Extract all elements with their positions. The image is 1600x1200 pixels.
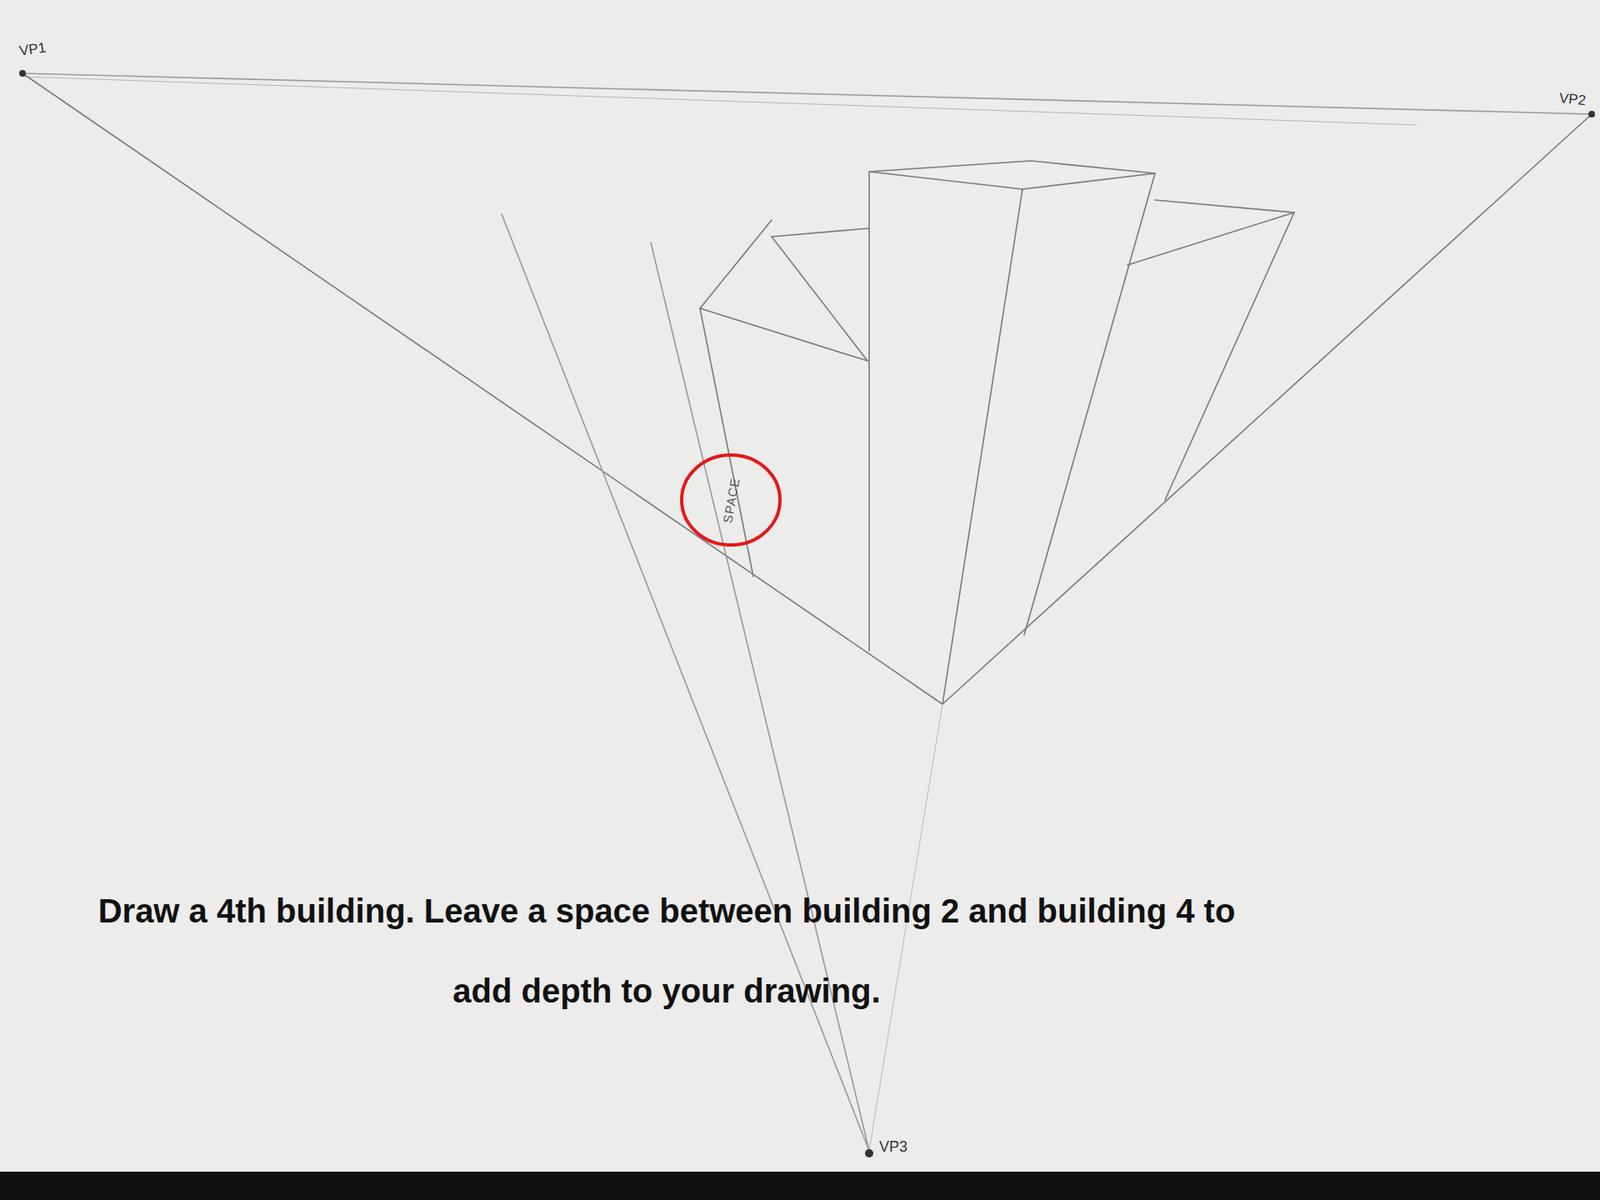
vanishing-points (19, 70, 1595, 1158)
pencil-lines (22, 73, 1592, 1151)
vanishing-point-label: VP2 (1558, 90, 1587, 110)
callout-circle: SPACE (680, 453, 782, 547)
vanishing-point-label: VP1 (18, 40, 48, 60)
instruction-caption: Draw a 4th building. Leave a space betwe… (66, 870, 1267, 1031)
photo-border (0, 1171, 1600, 1200)
vanishing-point-label: VP3 (879, 1138, 908, 1156)
space-note: SPACE (720, 476, 742, 525)
